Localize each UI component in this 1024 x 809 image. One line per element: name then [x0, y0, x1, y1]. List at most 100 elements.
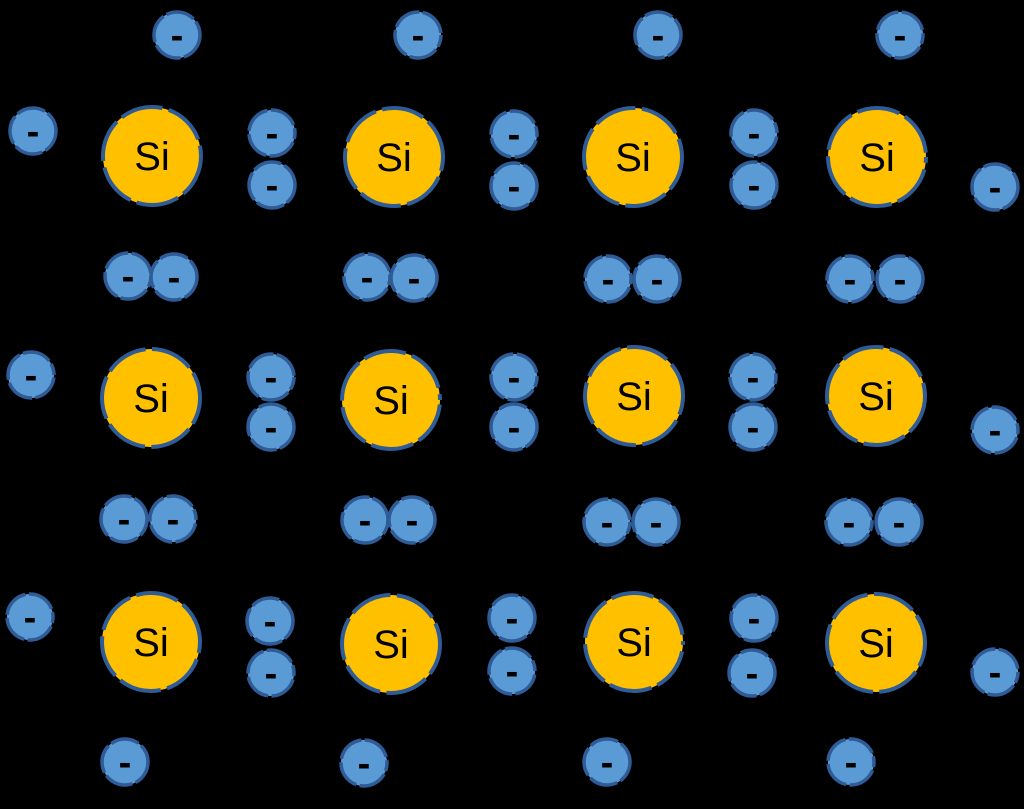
- si-atom: Si: [826, 106, 928, 208]
- si-atom: Si: [583, 345, 685, 447]
- electron-circle: [633, 10, 683, 60]
- electron-circle: [247, 160, 297, 210]
- electron-minus-sign: -: [122, 256, 135, 298]
- electron: -: [103, 251, 153, 301]
- si-atom-circle: [826, 106, 928, 208]
- electron-circle: [489, 109, 539, 159]
- electron-circle: [582, 497, 632, 547]
- electron: -: [342, 252, 392, 302]
- electron-minus-sign: -: [747, 407, 760, 449]
- electron: -: [582, 497, 632, 547]
- electron-circle: [970, 405, 1020, 455]
- electron-minus-sign: -: [167, 499, 180, 541]
- electron-circle: [582, 737, 632, 787]
- si-atom-circle: [343, 106, 445, 208]
- electron: -: [489, 352, 539, 402]
- si-atom: Si: [825, 345, 927, 447]
- electron: -: [99, 494, 149, 544]
- electron-circle: [728, 402, 778, 452]
- electron-minus-sign: -: [747, 357, 760, 399]
- electron-circle: [99, 494, 149, 544]
- electron-minus-sign: -: [119, 742, 132, 784]
- si-atom-circle: [583, 345, 685, 447]
- electron-circle: [246, 352, 296, 402]
- si-atom-circle: [340, 349, 442, 451]
- electron: -: [340, 495, 390, 545]
- electron-minus-sign: -: [506, 598, 519, 640]
- electron-circle: [824, 497, 874, 547]
- electron-minus-sign: -: [748, 598, 761, 640]
- electron-minus-sign: -: [893, 502, 906, 544]
- electron-circle: [487, 646, 537, 696]
- electron-minus-sign: -: [118, 499, 131, 541]
- si-atom-label: Si: [373, 623, 409, 667]
- si-atom-circle: [101, 105, 203, 207]
- si-atom-label: Si: [615, 136, 651, 180]
- electron-minus-sign: -: [651, 259, 664, 301]
- electron-minus-sign: -: [652, 15, 665, 57]
- si-atom-circle: [583, 591, 685, 693]
- si-atom-label: Si: [616, 621, 652, 665]
- si-atom-label: Si: [859, 136, 895, 180]
- electron-circle: [489, 352, 539, 402]
- electron-circle: [8, 106, 58, 156]
- electron: -: [487, 646, 537, 696]
- electron: -: [393, 10, 443, 60]
- electron: -: [245, 596, 295, 646]
- electron: -: [727, 648, 777, 698]
- electron: -: [152, 10, 202, 60]
- electron: -: [632, 254, 682, 304]
- electron-minus-sign: -: [264, 601, 277, 643]
- si-atom-label: Si: [133, 377, 169, 421]
- electron-minus-sign: -: [265, 407, 278, 449]
- electron-minus-sign: -: [601, 502, 614, 544]
- electron-circle: [339, 738, 389, 788]
- electron-minus-sign: -: [406, 500, 419, 542]
- electron: -: [728, 402, 778, 452]
- si-atom: Si: [825, 592, 927, 694]
- electron-circle: [729, 108, 779, 158]
- si-atom-circle: [582, 106, 684, 208]
- electron: -: [631, 497, 681, 547]
- electron-minus-sign: -: [843, 502, 856, 544]
- electron-circle: [246, 648, 296, 698]
- si-atom-circle: [100, 591, 202, 693]
- electron-minus-sign: -: [506, 651, 519, 693]
- electron-circle: [148, 494, 198, 544]
- si-atom: Si: [583, 591, 685, 693]
- electron: -: [729, 108, 779, 158]
- si-atom: Si: [100, 347, 202, 449]
- electron-minus-sign: -: [989, 410, 1002, 452]
- electron: -: [246, 648, 296, 698]
- si-atom-circle: [340, 593, 442, 695]
- electron-minus-sign: -: [508, 166, 521, 208]
- electron: -: [874, 497, 924, 547]
- electron-circle: [5, 592, 55, 642]
- electron-minus-sign: -: [358, 743, 371, 785]
- electron-minus-sign: -: [602, 259, 615, 301]
- electron-circle: [970, 162, 1020, 212]
- electron: -: [970, 647, 1020, 697]
- si-atom-label: Si: [134, 135, 170, 179]
- electron: -: [389, 253, 439, 303]
- electron: -: [246, 402, 296, 452]
- electron-minus-sign: -: [361, 257, 374, 299]
- electron: -: [387, 495, 437, 545]
- electron-circle: [874, 497, 924, 547]
- electron: -: [247, 160, 297, 210]
- electron: -: [583, 254, 633, 304]
- electron-minus-sign: -: [508, 357, 521, 399]
- electron-circle: [728, 352, 778, 402]
- electron-minus-sign: -: [265, 653, 278, 695]
- electron: -: [489, 402, 539, 452]
- si-atom-label: Si: [858, 622, 894, 666]
- si-atom: Si: [582, 106, 684, 208]
- electron-circle: [100, 737, 150, 787]
- electron-circle: [727, 648, 777, 698]
- electron-circle: [489, 161, 539, 211]
- electron-circle: [246, 402, 296, 452]
- electron-minus-sign: -: [408, 258, 421, 300]
- electron-circle: [387, 495, 437, 545]
- electron-minus-sign: -: [27, 111, 40, 153]
- electron-circle: [149, 252, 199, 302]
